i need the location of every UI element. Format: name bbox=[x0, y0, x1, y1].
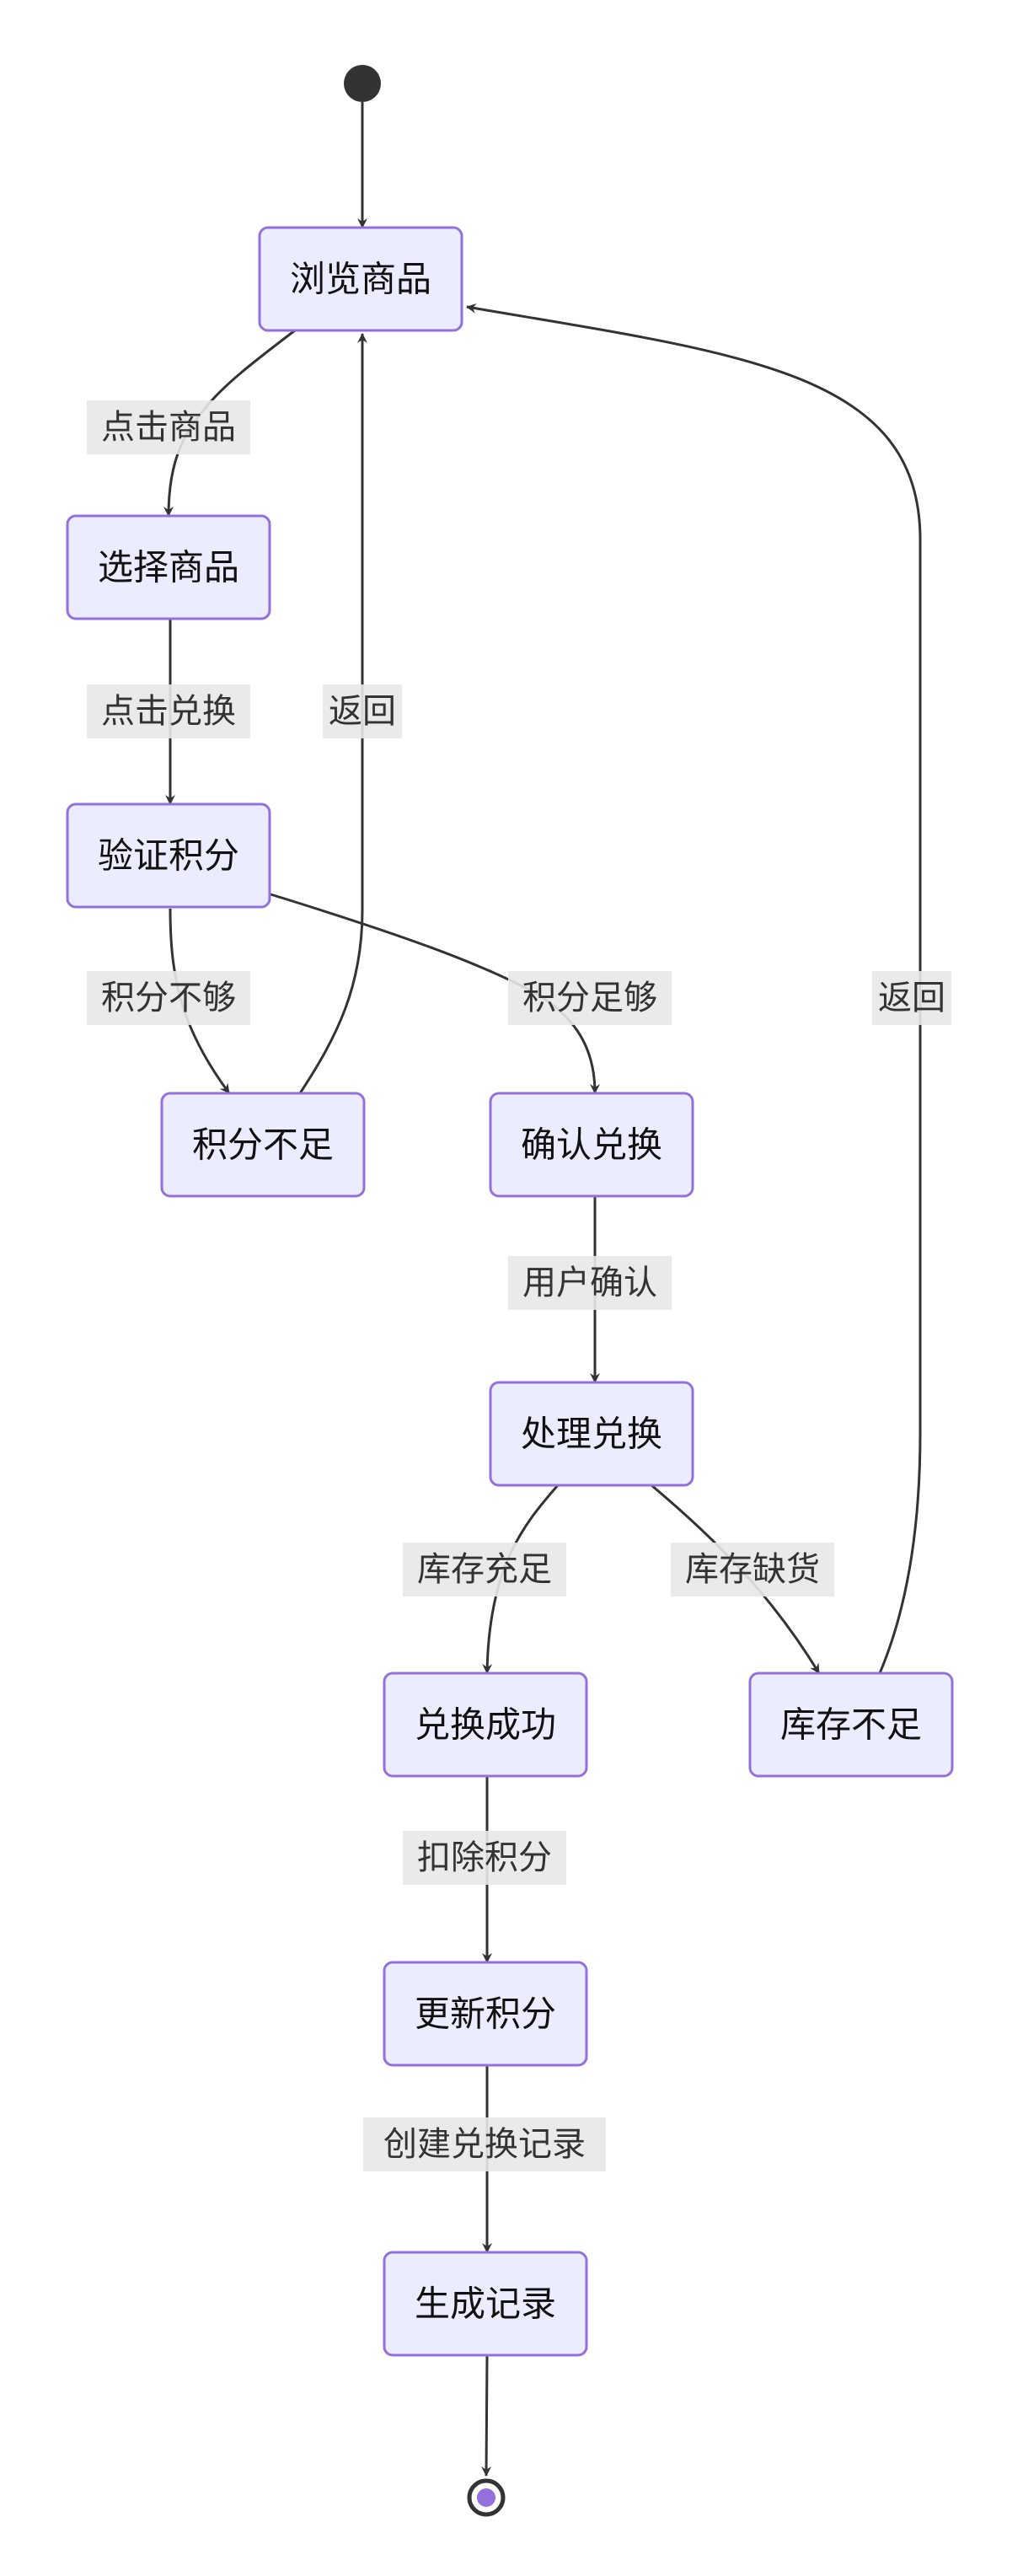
edge-label-points-enough: 积分足够 bbox=[508, 971, 672, 1025]
state-verify-points: 验证积分 bbox=[66, 802, 271, 909]
edge-label-user-confirm: 用户确认 bbox=[508, 1256, 672, 1310]
state-generate-record: 生成记录 bbox=[383, 2251, 588, 2357]
svg-text:用户确认: 用户确认 bbox=[522, 1264, 657, 1302]
end-state bbox=[467, 2478, 506, 2517]
state-insufficient-points: 积分不足 bbox=[160, 1092, 366, 1198]
edge-label-click-item: 点击商品 bbox=[87, 400, 250, 454]
svg-text:创建兑换记录: 创建兑换记录 bbox=[383, 2125, 586, 2164]
svg-text:选择商品: 选择商品 bbox=[98, 547, 239, 588]
svg-text:点击商品: 点击商品 bbox=[101, 408, 236, 447]
svg-text:处理兑换: 处理兑换 bbox=[521, 1414, 662, 1455]
state-out-of-stock: 库存不足 bbox=[748, 1672, 954, 1778]
edge-label-create-record: 创建兑换记录 bbox=[363, 2117, 606, 2171]
edge-label-stock-ok: 库存充足 bbox=[403, 1543, 566, 1597]
state-update-points: 更新积分 bbox=[383, 1961, 588, 2067]
edge-insufficient-browse bbox=[298, 333, 367, 1094]
svg-text:验证积分: 验证积分 bbox=[98, 835, 239, 877]
svg-text:返回: 返回 bbox=[329, 692, 396, 731]
edge-label-click-exchange: 点击兑换 bbox=[87, 684, 250, 738]
svg-text:积分不足: 积分不足 bbox=[192, 1124, 334, 1166]
svg-text:积分不够: 积分不够 bbox=[101, 979, 236, 1017]
svg-text:兑换成功: 兑换成功 bbox=[415, 1704, 556, 1746]
edge-label-back-insufficient: 返回 bbox=[323, 684, 402, 738]
edge-label-stock-missing: 库存缺货 bbox=[671, 1543, 834, 1597]
state-select-item: 选择商品 bbox=[66, 514, 271, 620]
edge-label-deduct-points: 扣除积分 bbox=[403, 1831, 566, 1885]
state-exchange-success: 兑换成功 bbox=[383, 1672, 588, 1778]
edge-record-end bbox=[481, 2354, 492, 2477]
svg-text:点击兑换: 点击兑换 bbox=[101, 692, 236, 731]
edge-label-points-not-enough: 积分不够 bbox=[87, 971, 250, 1025]
state-browse-items: 浏览商品 bbox=[258, 226, 463, 332]
svg-text:确认兑换: 确认兑换 bbox=[521, 1124, 662, 1166]
svg-text:库存缺货: 库存缺货 bbox=[685, 1550, 820, 1589]
svg-text:库存不足: 库存不足 bbox=[780, 1704, 922, 1746]
svg-text:更新积分: 更新积分 bbox=[415, 1994, 556, 2035]
svg-text:生成记录: 生成记录 bbox=[415, 2284, 556, 2325]
edge-label-back-stock: 返回 bbox=[872, 971, 951, 1025]
start-state bbox=[344, 65, 381, 102]
svg-text:返回: 返回 bbox=[878, 979, 945, 1017]
edge-stock-browse bbox=[466, 303, 922, 1674]
svg-text:扣除积分: 扣除积分 bbox=[417, 1838, 552, 1877]
state-process-exchange: 处理兑换 bbox=[489, 1381, 694, 1487]
svg-text:积分足够: 积分足够 bbox=[522, 979, 657, 1017]
svg-text:库存充足: 库存充足 bbox=[417, 1550, 552, 1589]
svg-text:浏览商品: 浏览商品 bbox=[290, 259, 431, 300]
state-confirm-exchange: 确认兑换 bbox=[489, 1092, 694, 1198]
